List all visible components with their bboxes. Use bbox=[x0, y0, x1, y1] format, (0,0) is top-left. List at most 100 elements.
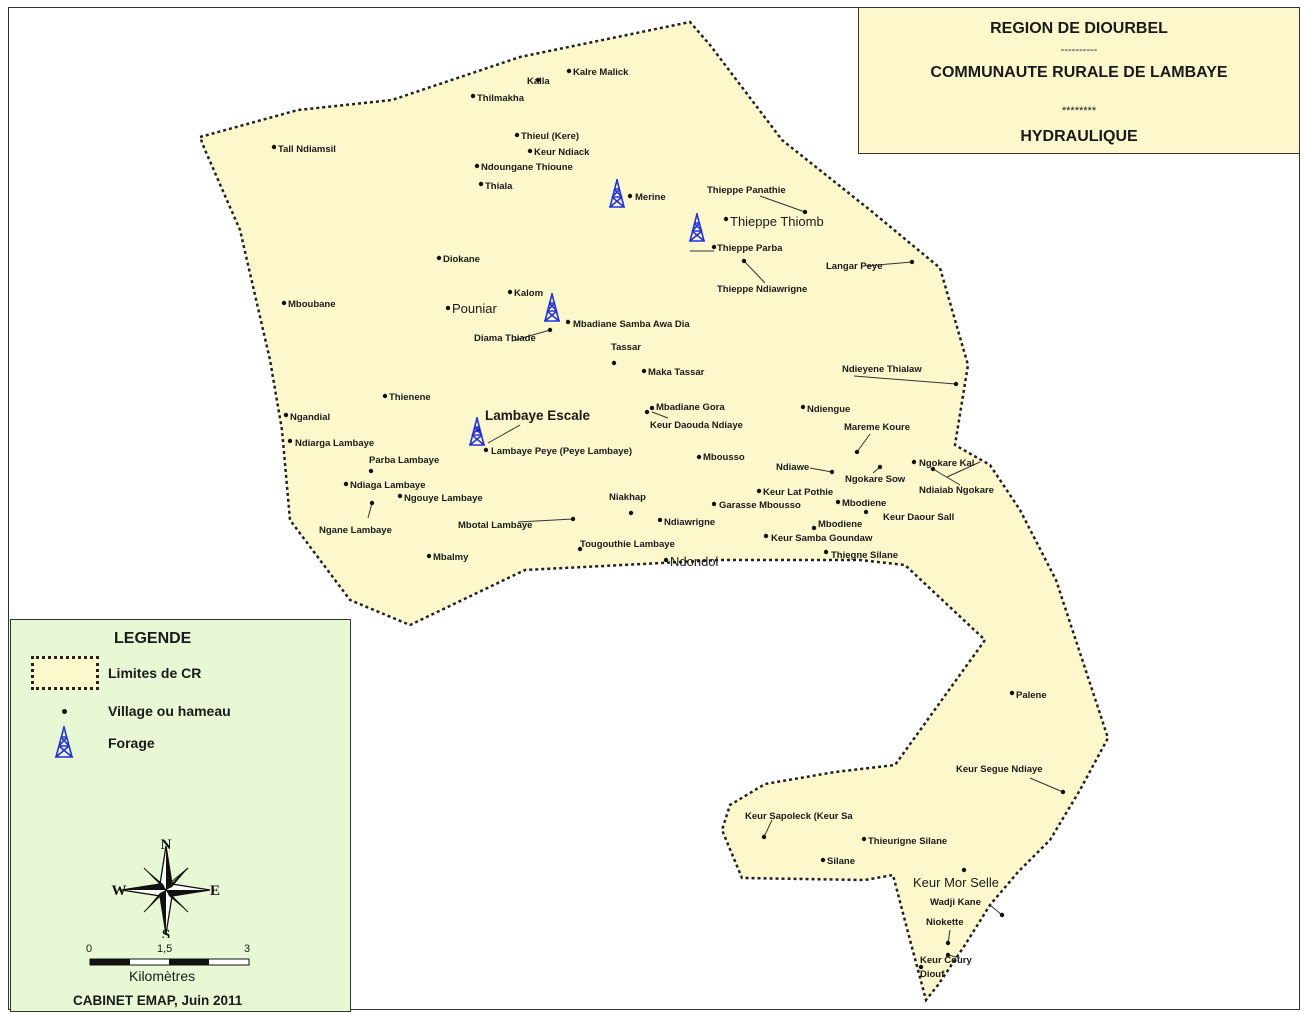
village-label: Wadji Kane bbox=[930, 897, 981, 908]
scale-tick-2: 3 bbox=[244, 943, 251, 955]
village-dot-icon bbox=[945, 940, 951, 946]
village-label: Ndiengue bbox=[807, 404, 850, 415]
village-dot-icon bbox=[368, 468, 374, 474]
village-dot-icon bbox=[1009, 690, 1015, 696]
village-label: Ngokare Sow bbox=[845, 474, 906, 485]
village-label: Ngandial bbox=[290, 412, 330, 423]
label-leader-line bbox=[651, 411, 669, 419]
village-dot-icon bbox=[426, 553, 432, 559]
village-dot-icon bbox=[829, 469, 835, 475]
village-dot-icon bbox=[397, 493, 403, 499]
village-dot-icon bbox=[711, 244, 717, 250]
village-dot-icon bbox=[835, 499, 841, 505]
scale-tick-0: 0 bbox=[86, 943, 93, 955]
region-title: REGION DE DIOURBEL bbox=[990, 20, 1168, 37]
compass-s: S bbox=[162, 927, 170, 938]
village-label: Lambaye Peye (Peye Lambaye) bbox=[491, 446, 632, 457]
village-dot-icon bbox=[445, 305, 451, 311]
village-label: Keur Daouda Ndiaye bbox=[650, 420, 743, 431]
village-label: Ndondol bbox=[670, 554, 719, 569]
compass-w: W bbox=[112, 883, 127, 899]
village-label: Thilmakha bbox=[477, 93, 525, 104]
village-label: Mbodiene bbox=[842, 498, 886, 509]
village-dot-icon bbox=[953, 381, 959, 387]
village-dot-icon bbox=[507, 289, 513, 295]
village-label: Kalre Malick bbox=[573, 67, 629, 78]
label-leader-line bbox=[932, 468, 961, 486]
village-dot-icon bbox=[644, 409, 650, 415]
village-dot-icon bbox=[741, 258, 747, 264]
village-dot-icon bbox=[723, 216, 729, 222]
legend-title: LEGENDE bbox=[114, 630, 192, 647]
label-leader-line bbox=[487, 424, 521, 444]
label-leader-line bbox=[989, 904, 1003, 916]
village-label: Keur Segue Ndiaye bbox=[956, 764, 1043, 775]
village-label: Ndiawrigne bbox=[664, 517, 715, 528]
label-leader-line bbox=[517, 518, 574, 523]
label-leader-line bbox=[511, 329, 551, 342]
label-leader-line bbox=[759, 195, 806, 213]
village-label: Maka Tassar bbox=[648, 367, 705, 378]
village-label: Niakhap bbox=[609, 492, 646, 503]
village-label: Silane bbox=[827, 856, 855, 867]
label-leader-line bbox=[809, 467, 833, 473]
village-dot-icon bbox=[711, 501, 717, 507]
village-label: Ndiawe bbox=[776, 462, 809, 473]
village-dot-icon bbox=[811, 525, 817, 531]
title-box: REGION DE DIOURBEL ---------- COMMUNAUTE… bbox=[858, 7, 1300, 154]
label-leader-line bbox=[743, 260, 766, 284]
village-dot-icon bbox=[649, 405, 655, 411]
village-dot-icon bbox=[474, 163, 480, 169]
label-leader-line bbox=[946, 461, 981, 478]
label-leader-line bbox=[367, 502, 373, 519]
label-leader-line bbox=[856, 433, 871, 453]
cr-limit-swatch bbox=[31, 656, 99, 690]
label-leader-line bbox=[1029, 777, 1064, 793]
village-dot-icon bbox=[478, 181, 484, 187]
village-label: Ndiaga Lambaye bbox=[350, 480, 426, 491]
village-label: Keur Sapoleck (Keur Sa bbox=[745, 811, 853, 822]
village-dot-icon bbox=[287, 438, 293, 444]
village-dot-icon bbox=[1060, 789, 1066, 795]
village-dot-icon bbox=[823, 549, 829, 555]
village-dot-icon bbox=[343, 481, 349, 487]
title-separator: ---------- bbox=[1060, 44, 1098, 56]
village-label: Diouf bbox=[920, 969, 945, 980]
village-dot-icon bbox=[800, 404, 806, 410]
village-label: Garasse Mbousso bbox=[719, 500, 801, 511]
village-dot-icon bbox=[763, 533, 769, 539]
village-dot-icon bbox=[930, 466, 936, 472]
village-label: Thiegne Silane bbox=[831, 550, 898, 561]
village-dot-icon bbox=[283, 412, 289, 418]
drilling-rig-icon bbox=[55, 726, 73, 758]
village-dot-icon bbox=[877, 464, 883, 470]
village-dot-icon bbox=[756, 488, 762, 494]
village-dot-icon bbox=[820, 857, 826, 863]
village-label: Thieppe Panathie bbox=[707, 185, 786, 196]
compass-e: E bbox=[210, 883, 220, 899]
village-label: Mbodiene bbox=[818, 519, 862, 530]
village-dot-icon bbox=[577, 546, 583, 552]
village-label: Ngane Lambaye bbox=[319, 525, 392, 536]
village-dot-icon bbox=[945, 952, 951, 958]
village-dot-icon bbox=[999, 912, 1005, 918]
village-label: Kalla bbox=[527, 76, 550, 87]
title-separator-stars: ******** bbox=[1061, 105, 1097, 117]
village-label: Kalom bbox=[514, 288, 543, 299]
drilling-rig-icon bbox=[689, 213, 705, 242]
village-label: Keur Ndiack bbox=[534, 147, 590, 158]
village-label: Thienene bbox=[389, 392, 431, 403]
village-label: Lambaye Escale bbox=[485, 408, 591, 423]
village-label: Mboussо bbox=[703, 452, 745, 463]
drilling-rig-icon bbox=[544, 293, 560, 322]
village-label: Mboubane bbox=[288, 299, 336, 310]
village-dot-icon bbox=[611, 360, 617, 366]
village-dot-icon bbox=[663, 557, 669, 563]
village-label: Thieppe Ndiawrigne bbox=[717, 284, 807, 295]
village-dot-icon bbox=[657, 517, 663, 523]
village-dot-icon bbox=[535, 77, 541, 83]
village-label: Thiala bbox=[485, 181, 513, 192]
village-dot-icon bbox=[514, 132, 520, 138]
village-label: Langar Peye bbox=[826, 261, 883, 272]
label-leader-line bbox=[853, 375, 957, 385]
